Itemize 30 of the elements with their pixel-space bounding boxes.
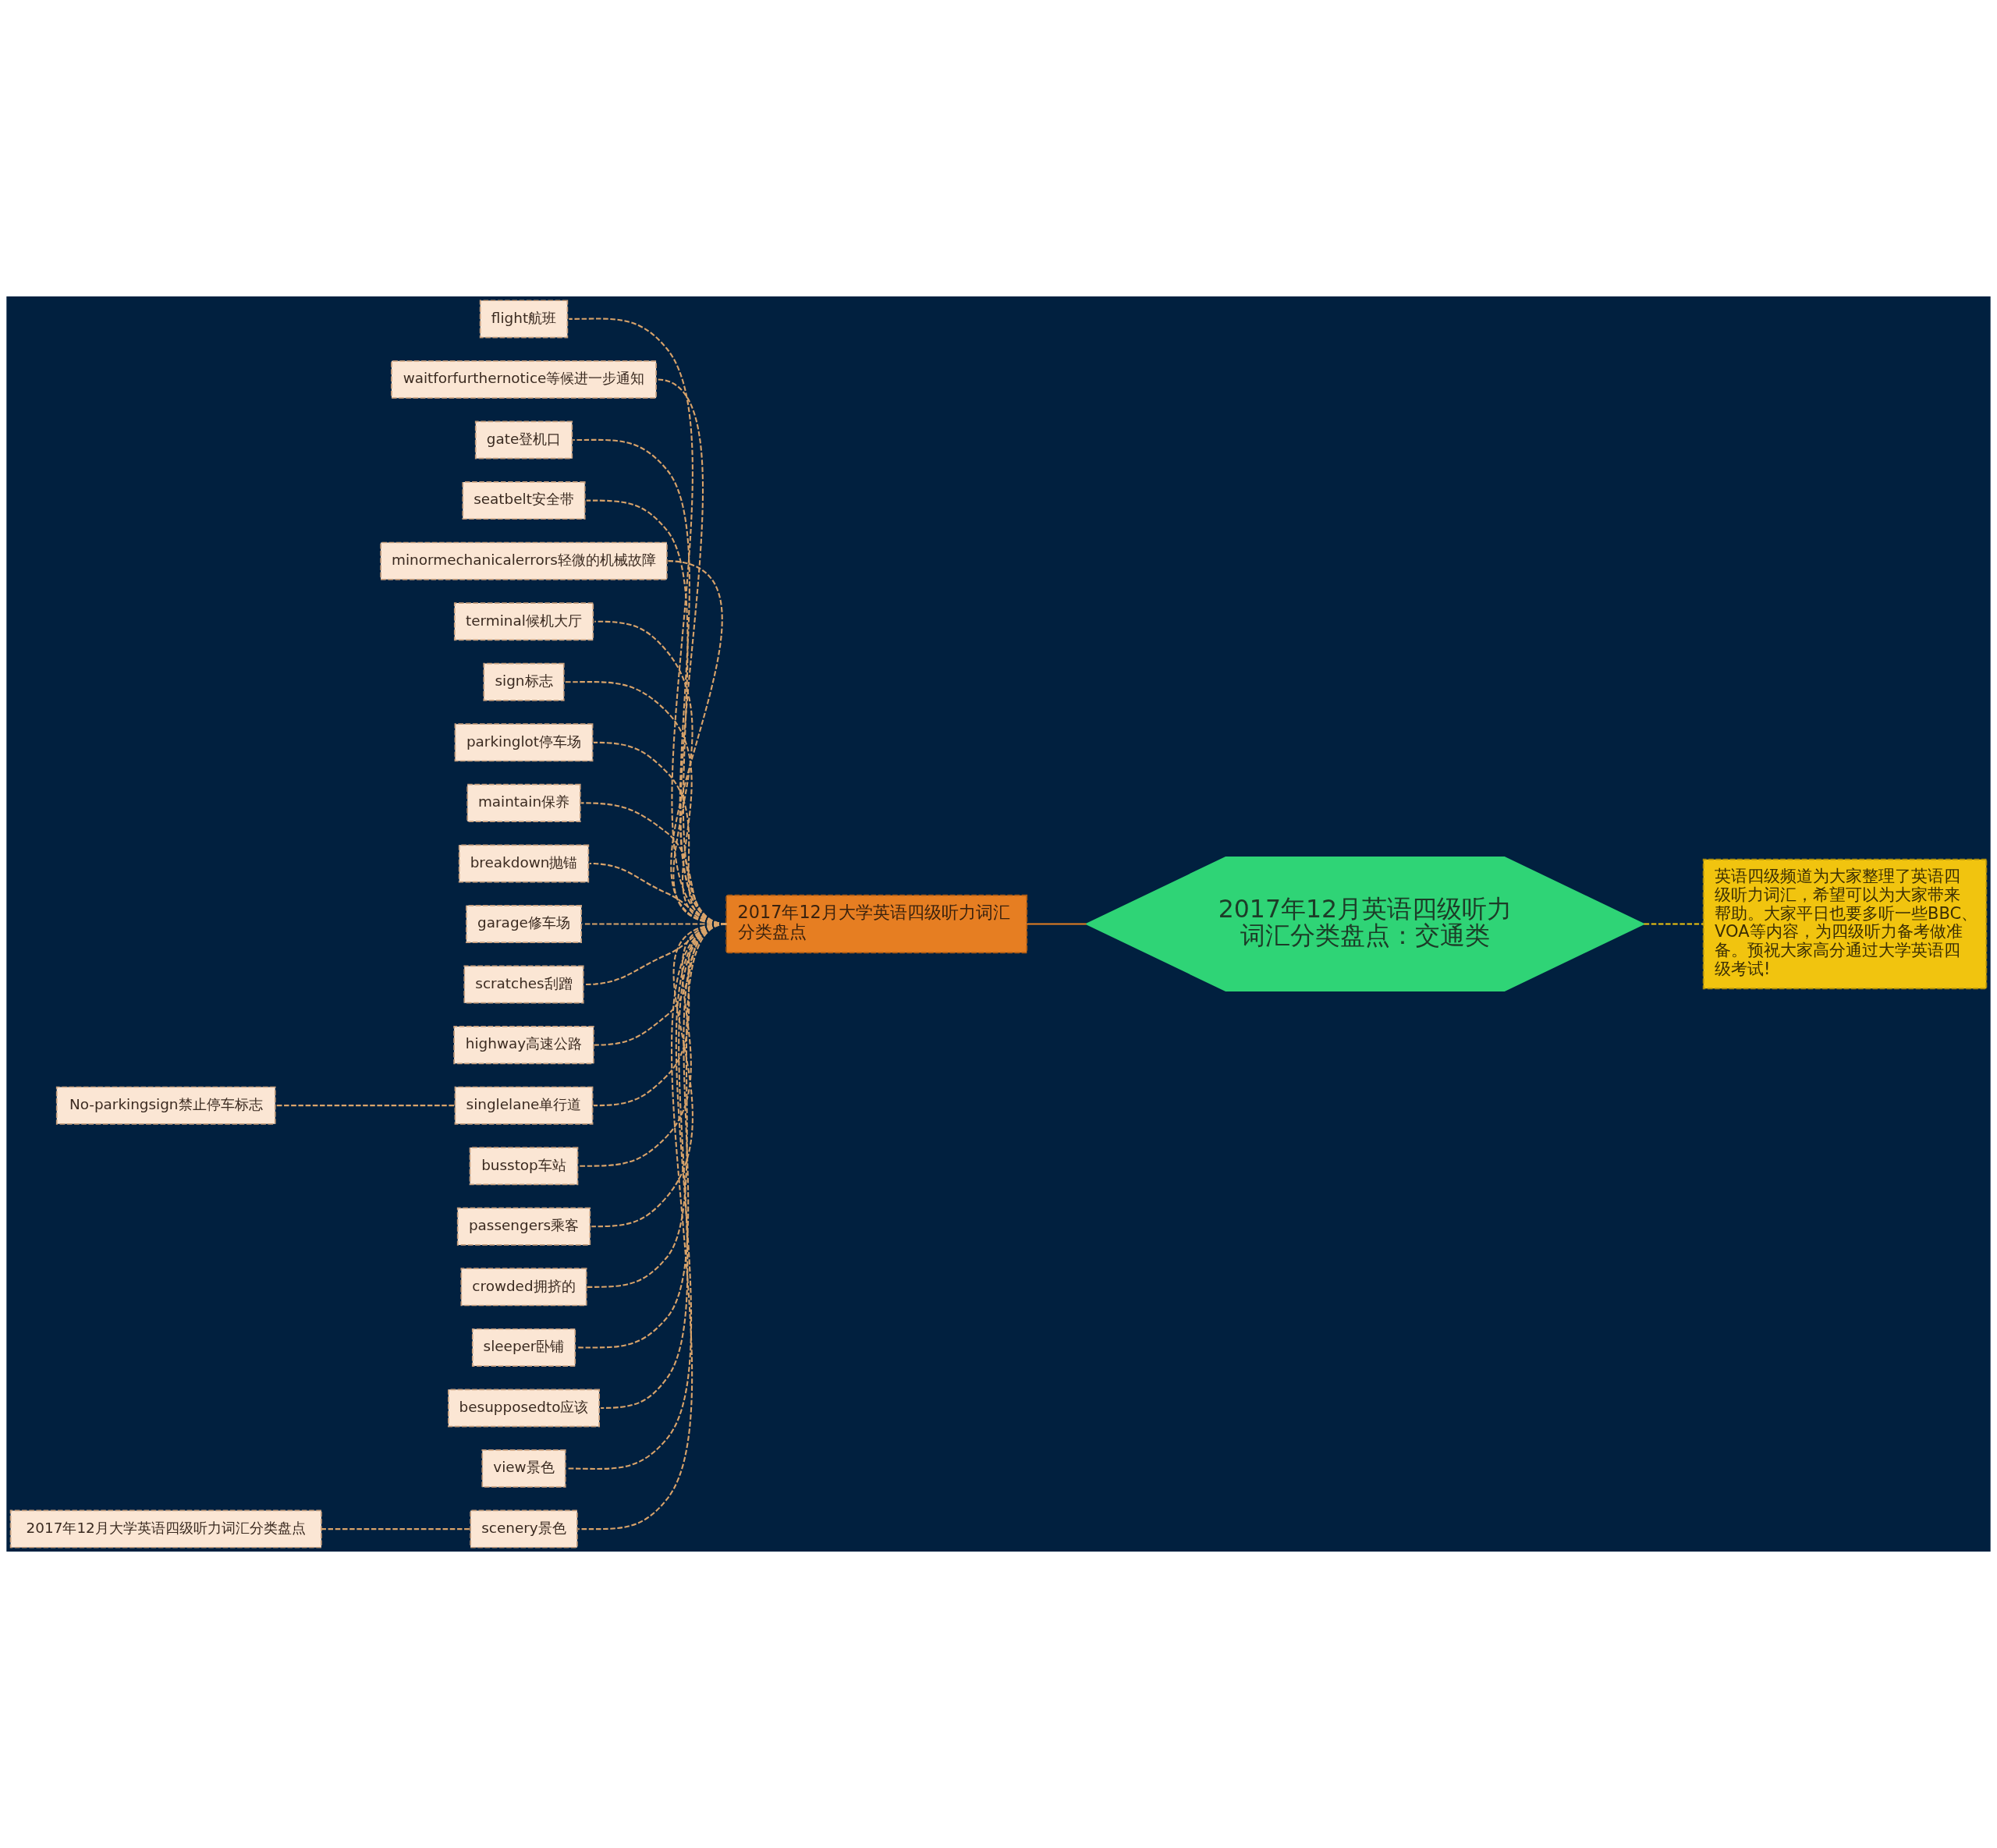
connector (321, 1528, 470, 1531)
node-box: minormechanicalerrors轻微的机械故障 (380, 541, 668, 580)
node-box: 2017年12月大学英语四级听力词汇分类盘点 (725, 894, 1028, 954)
node-box: breakdown抛锚 (458, 844, 590, 883)
node-box: 2017年12月大学英语四级听力词汇分类盘点 (9, 1509, 322, 1548)
node-box: seatbelt安全带 (462, 481, 586, 520)
connector (578, 923, 727, 1531)
node-box: besupposedto应该 (448, 1389, 600, 1428)
node-box: garage修车场 (466, 905, 582, 943)
connector (1027, 923, 1087, 925)
node-box: scratches刮蹭 (463, 965, 584, 1004)
node-box: highway高速公路 (453, 1026, 594, 1065)
node-box: parkinglot停车场 (454, 723, 594, 762)
node-box: 英语四级频道为大家整理了英语四级听力词汇，希望可以为大家带来帮助。大家平日也要多听一些BBC、VOA等内容，为四级听力备考做准备。预祝大家高分通过大学英语四级考试! (1702, 858, 1988, 990)
node-box: waitforfurthernotice等候进一步通知 (391, 360, 657, 399)
node-box: No-parkingsign禁止停车标志 (55, 1086, 276, 1125)
node-box: flight航班 (479, 300, 569, 339)
node-box: singlelane单行道 (454, 1086, 594, 1125)
node-box: maintain保养 (466, 783, 581, 822)
connector (1644, 923, 1704, 925)
node-box: crowded拥挤的 (460, 1268, 587, 1307)
node-box: terminal候机大厅 (453, 602, 594, 641)
node-box: view景色 (481, 1449, 566, 1488)
node-box: sleeper卧铺 (471, 1328, 576, 1367)
connector (275, 1105, 455, 1107)
node-box: passengers乘客 (456, 1207, 591, 1246)
node-box: scenery景色 (470, 1509, 578, 1548)
node-box: gate登机口 (474, 420, 573, 459)
node-box: sign标志 (483, 662, 565, 701)
node-box: busstop车站 (469, 1147, 579, 1186)
